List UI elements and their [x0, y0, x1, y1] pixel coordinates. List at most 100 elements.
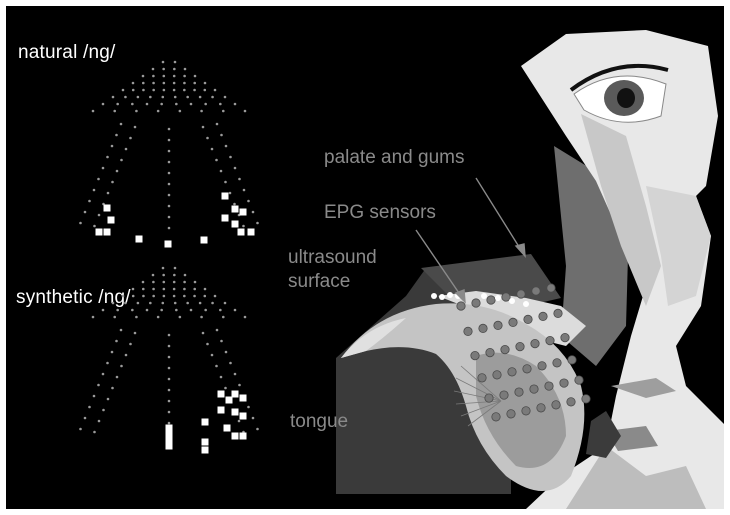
epg-sensor-ball	[487, 296, 495, 304]
sensor-dot	[234, 167, 237, 170]
sensor-dot	[204, 103, 207, 106]
epg-sensor-ball	[508, 368, 516, 376]
sensor-dot	[142, 82, 145, 85]
epg-sensor-ball	[530, 385, 538, 393]
sensor-dot	[173, 82, 176, 85]
sensor-dot	[219, 309, 222, 312]
epg-sensor-ball	[502, 293, 510, 301]
sensor-active	[218, 407, 225, 414]
sensor-dot	[168, 194, 171, 197]
sensor-dot	[215, 159, 218, 162]
sensor-dot	[168, 205, 171, 208]
sensor-dot	[146, 103, 149, 106]
sensor-dot	[84, 417, 87, 420]
sensor-dot	[222, 110, 225, 113]
sensor-active	[222, 193, 229, 200]
sensor-dot	[225, 351, 228, 354]
sensor-dot	[125, 354, 128, 357]
sensor-dot	[183, 295, 186, 298]
sensor-active	[232, 221, 239, 228]
sensor-dot	[112, 96, 115, 99]
epg-sensor-ball	[538, 362, 546, 370]
sensor-dot	[93, 189, 96, 192]
sensor-dot	[149, 96, 152, 99]
sensor-dot	[88, 406, 91, 409]
sensor-dot	[129, 137, 132, 140]
sensor-active	[104, 205, 111, 212]
sensor-dot	[106, 362, 109, 365]
epg-sensor-ball	[501, 345, 509, 353]
sensor-dot	[92, 110, 95, 113]
sensor-active	[232, 391, 239, 398]
sensor-dot	[238, 420, 241, 423]
sensor-dot	[152, 75, 155, 78]
epg-sensor-ball	[485, 394, 493, 402]
sensor-active	[166, 431, 173, 438]
sensor-dot	[168, 227, 171, 230]
sensor-dot	[168, 183, 171, 186]
sensor-dot	[124, 302, 127, 305]
sensor-dot	[211, 148, 214, 151]
sensor-dot	[163, 288, 166, 291]
sensor-dot	[93, 431, 96, 434]
sensor-dot	[211, 354, 214, 357]
ultrasound-label-1: ultrasound	[288, 247, 377, 269]
sensor-dot	[186, 302, 189, 305]
sensor-dot	[98, 214, 101, 217]
sensor-active	[202, 447, 209, 454]
sensor-dot	[137, 96, 140, 99]
sensor-dot	[183, 89, 186, 92]
sensor-dot	[93, 395, 96, 398]
epg-sensor-ball	[561, 333, 569, 341]
sensor-dot	[222, 316, 225, 319]
sensor-dot	[102, 373, 105, 376]
sensor-dot	[200, 110, 203, 113]
sensor-dot	[124, 96, 127, 99]
epg-sensor-ball	[500, 391, 508, 399]
sensor-dot	[174, 302, 177, 305]
sensor-dot	[211, 302, 214, 305]
sensor-dot	[220, 170, 223, 173]
sensor-dot	[179, 316, 182, 319]
epg-sensor-ball	[524, 315, 532, 323]
sensor-active	[232, 206, 239, 213]
sensor-dot	[202, 332, 205, 335]
sensor-dot	[102, 167, 105, 170]
epg-sensor-ball	[509, 318, 517, 326]
sensor-dot	[234, 373, 237, 376]
sensor-active	[136, 236, 143, 243]
sensor-dot	[215, 365, 218, 368]
epg-sensor-ball	[546, 336, 554, 344]
sensor-dot	[125, 148, 128, 151]
sensor-dot	[131, 103, 134, 106]
sensor-dot	[152, 89, 155, 92]
synthetic-epg-grid	[79, 267, 259, 454]
sensor-active	[96, 229, 103, 236]
sensor-dot	[183, 281, 186, 284]
sensor-active	[104, 229, 111, 236]
sensor-dot	[173, 274, 176, 277]
sensor-dot	[168, 345, 171, 348]
sensor-active	[232, 433, 239, 440]
sensor-dot	[173, 89, 176, 92]
sensor-dot	[168, 378, 171, 381]
sensor-dot	[152, 68, 155, 71]
sensor-dot	[168, 411, 171, 414]
sensor-dot	[256, 428, 259, 431]
sensor-dot	[157, 110, 160, 113]
sensor-dot	[216, 329, 219, 332]
sensor-active	[240, 209, 247, 216]
sensor-dot	[173, 75, 176, 78]
sensor-dot	[98, 420, 101, 423]
sensor-dot	[152, 295, 155, 298]
epg-sensor-ball	[553, 359, 561, 367]
sensor-active	[232, 409, 239, 416]
sensor-dot	[168, 172, 171, 175]
sensor-dot	[224, 181, 227, 184]
sensor-dot	[216, 123, 219, 126]
sensor-dot	[179, 110, 182, 113]
sensor-dot	[220, 376, 223, 379]
epg-sensor-ball	[517, 290, 525, 298]
epg-sensor-ball	[464, 327, 472, 335]
palate-arrow	[476, 178, 521, 250]
